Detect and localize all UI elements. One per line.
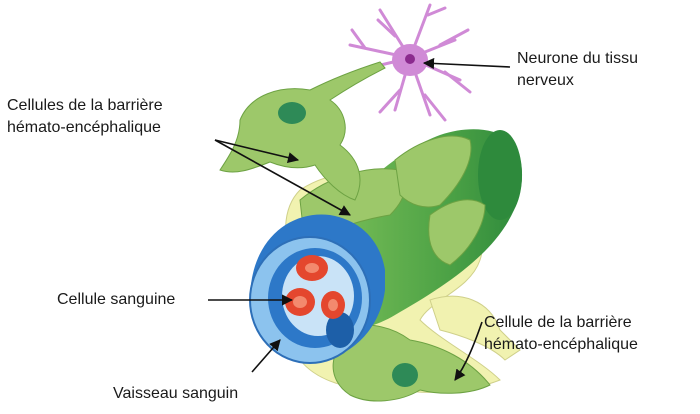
arrow-neuron	[422, 57, 511, 70]
label-neuron-line1: Neurone du tissu	[517, 50, 638, 67]
arrow-bbb-cell-bottom	[454, 321, 483, 381]
label-vessel: Vaisseau sanguin	[113, 385, 239, 402]
arrow-bbb-cells-2	[214, 139, 351, 216]
astrocyte-nucleus-bottom	[392, 363, 418, 387]
endothelial-cell	[326, 312, 354, 348]
label-bbb-top-line1: Cellules de la barrière	[7, 97, 163, 114]
astrocyte-nucleus-top	[278, 102, 306, 124]
label-bbb-cells-top: Cellules de la barrière hémato-encéphali…	[7, 95, 163, 139]
label-bbb-bottom-line2: hémato-encéphalique	[484, 336, 638, 353]
arrow-bbb-cells-1	[214, 139, 300, 164]
label-neuron: Neurone du tissu nerveux	[517, 48, 638, 92]
arrow-vessel	[251, 339, 281, 373]
label-neuron-line2: nerveux	[517, 72, 574, 89]
label-bbb-bottom-line1: Cellule de la barrière	[484, 314, 632, 331]
neuron-nucleus	[405, 54, 415, 64]
label-bbb-top-line2: hémato-encéphalique	[7, 119, 161, 136]
label-blood-cell: Cellule sanguine	[57, 291, 176, 308]
neuron-cell	[348, 3, 472, 122]
astrocyte-bottom	[332, 324, 491, 402]
astrocyte-top	[219, 61, 386, 201]
label-bbb-cell-bottom: Cellule de la barrière hémato-encéphaliq…	[484, 312, 638, 356]
